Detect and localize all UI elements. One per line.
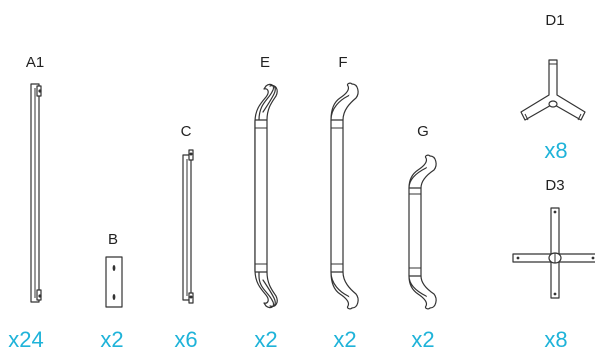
part-qty-a1: x24 [8,327,44,352]
part-qty-g: x2 [411,327,435,352]
part-c-tube [182,149,194,304]
part-d1-connector [520,59,586,121]
part-qty-b: x2 [100,327,124,352]
part-d3-connector [512,207,595,299]
part-label-f: F [338,54,348,71]
part-a1-tube [30,83,42,303]
part-qty-d1: x8 [544,138,568,163]
part-label-g: G [417,123,429,140]
part-qty-c: x6 [174,327,198,352]
part-qty-e: x2 [254,327,278,352]
part-label-b: B [107,231,119,248]
part-qty-f: x2 [333,327,357,352]
part-g-handle [408,154,437,310]
part-qty-d3: x8 [544,327,568,352]
part-e-handle [254,83,278,309]
part-label-e: E [259,54,271,71]
part-f-handle [330,82,359,310]
part-b-plate [105,256,123,308]
part-label-c: C [180,123,192,140]
part-label-d1: D1 [545,12,565,29]
part-label-d3: D3 [545,177,565,194]
part-label-a1: A1 [25,54,45,71]
